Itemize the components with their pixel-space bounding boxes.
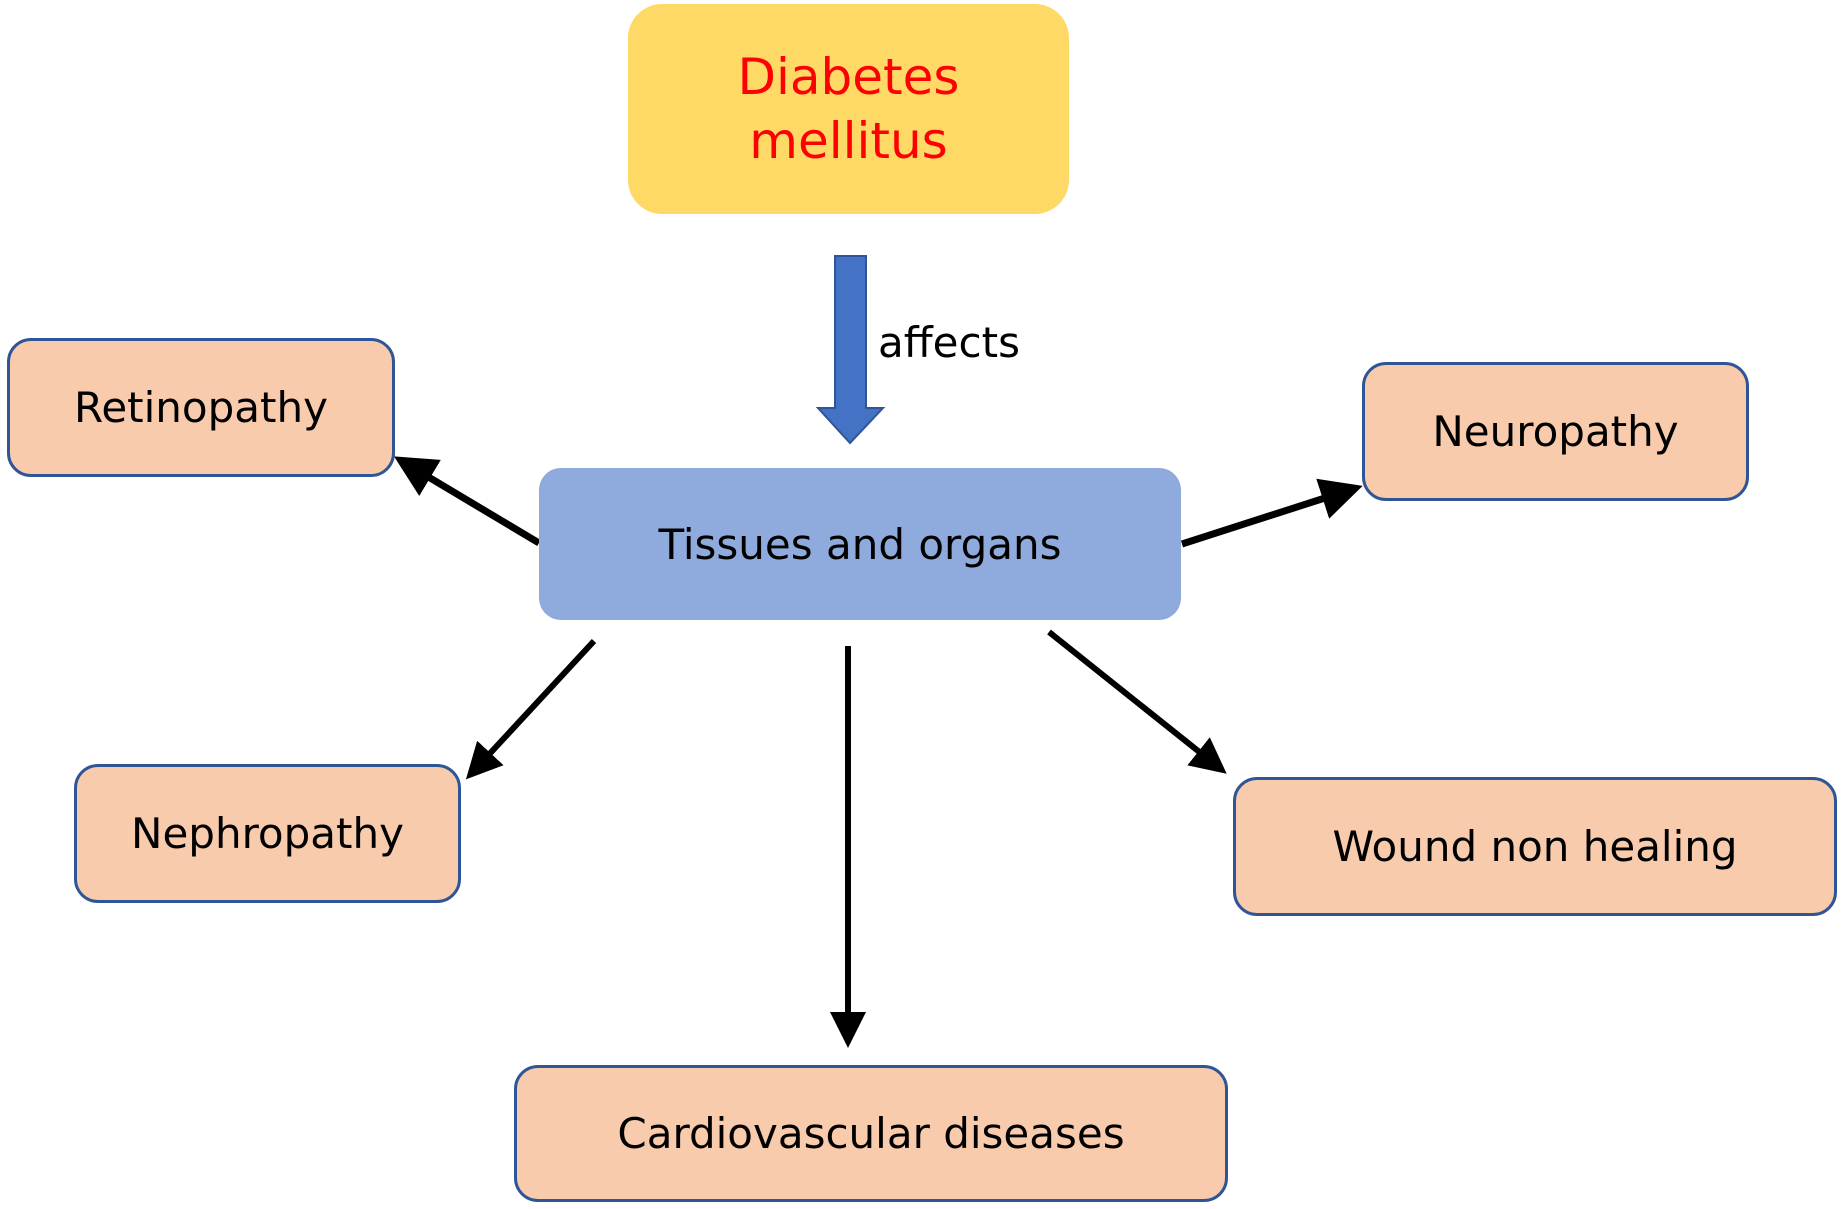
arrow-to-nephropathy xyxy=(465,638,597,780)
neuropathy-node: Neuropathy xyxy=(1362,362,1749,501)
root-label-line2: mellitus xyxy=(749,112,948,170)
nephropathy-node: Nephropathy xyxy=(74,764,461,903)
affects-block-arrow xyxy=(815,255,886,445)
retinopathy-node: Retinopathy xyxy=(7,338,395,477)
hub-label: Tissues and organs xyxy=(658,519,1062,569)
affects-label: affects xyxy=(878,318,1020,367)
node-label: Retinopathy xyxy=(74,383,328,432)
node-label: Neuropathy xyxy=(1432,407,1679,456)
diabetes-mellitus-node: Diabetes mellitus xyxy=(628,4,1069,214)
cardiovascular-diseases-node: Cardiovascular diseases xyxy=(514,1065,1228,1202)
node-label: Cardiovascular diseases xyxy=(617,1109,1125,1158)
arrow-to-retinopathy xyxy=(393,456,541,547)
arrow-to-neuropathy xyxy=(1180,478,1363,548)
node-label: Wound non healing xyxy=(1332,822,1738,871)
wound-non-healing-node: Wound non healing xyxy=(1233,777,1837,916)
tissues-organs-node: Tissues and organs xyxy=(539,468,1181,620)
node-label: Nephropathy xyxy=(131,809,404,858)
arrow-to-wound xyxy=(1047,629,1227,774)
root-label-line1: Diabetes xyxy=(737,48,960,106)
